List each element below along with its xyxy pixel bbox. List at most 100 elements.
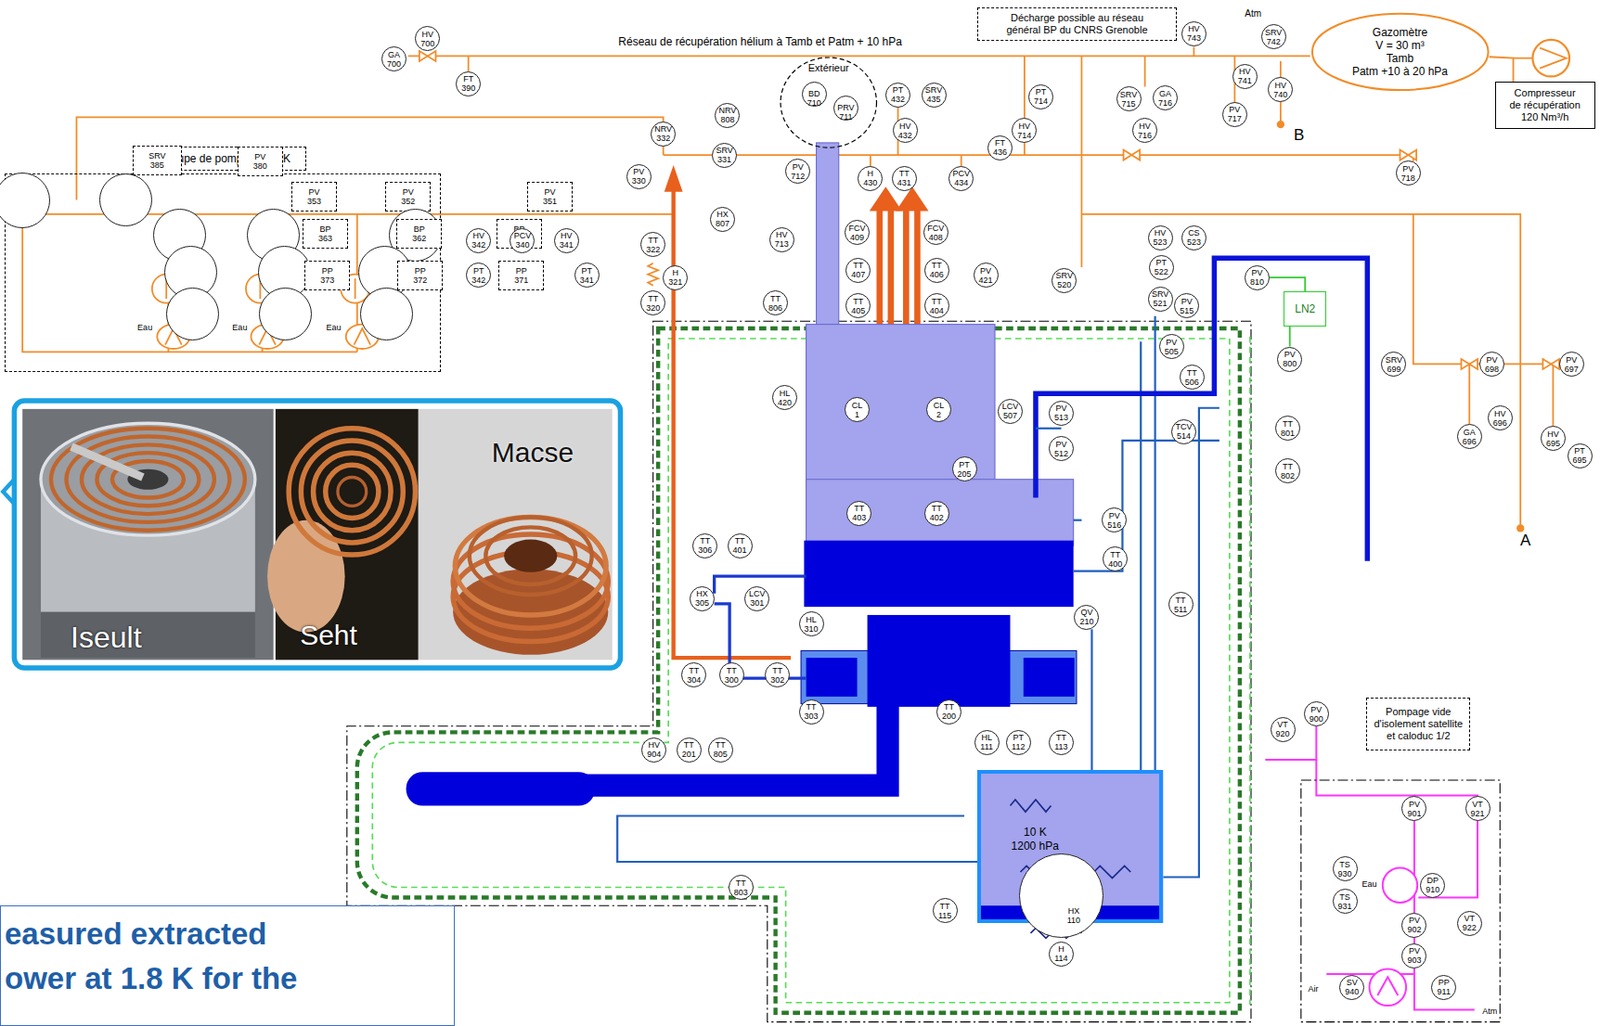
node-text: 921	[1470, 809, 1485, 819]
node-text: PT	[1154, 258, 1169, 268]
instrument-bubble: NRV808	[714, 103, 740, 129]
instrument-bubble: TT805	[708, 737, 734, 763]
instrument-bubble: PV712	[785, 158, 811, 184]
node-text: 717	[1227, 114, 1242, 124]
node-text: de récupération	[1509, 99, 1580, 112]
instrument-bubble: TT320	[640, 290, 666, 316]
node-text: SV	[1344, 978, 1359, 988]
node-text: 407	[851, 270, 865, 280]
text-group: HX305	[695, 589, 710, 608]
instrument-bubble: TT115	[932, 898, 958, 924]
node-text: 371	[514, 275, 529, 285]
photo-panel	[13, 400, 620, 669]
vacuum-pumping	[1382, 868, 1418, 904]
text-group: TT304	[686, 666, 701, 685]
gasholder-ellipse: GazomètreV = 30 m³TambPatm +10 à 20 hPa	[1310, 12, 1491, 92]
text-group: TT303	[804, 702, 819, 722]
text-group: PCV340	[514, 231, 532, 250]
node-text: 301	[748, 598, 766, 608]
node-text: Patm +10 à 20 hPa	[1352, 64, 1448, 78]
instrument-bubble: TT431	[891, 166, 917, 192]
instrument-bubble: HV700	[414, 25, 440, 52]
node-text: TT	[1174, 595, 1188, 606]
node-text: 300	[724, 675, 739, 685]
text-group: DP910	[1425, 876, 1440, 895]
cryostat	[867, 615, 1011, 708]
instrument-bubble: PV380	[99, 173, 153, 227]
node-text: TT	[897, 168, 912, 179]
node-text: easured extracted	[4, 912, 297, 957]
node-text: PV	[790, 162, 805, 172]
node-text: 807	[715, 219, 730, 229]
node-text: Tamb	[1352, 51, 1448, 65]
instrument-bubble: HV695	[1540, 425, 1566, 452]
node-text: TT	[1185, 368, 1200, 378]
text-group: TT805	[713, 740, 728, 760]
node-text: TT	[1280, 462, 1295, 472]
node-text: CL	[851, 400, 864, 411]
text-group: TT431	[897, 168, 912, 188]
text-group: CL1	[851, 400, 864, 420]
node-text: HV	[1493, 409, 1508, 419]
node-text: HV	[559, 231, 574, 241]
node-text: TT	[770, 666, 785, 676]
text-group: HV743	[1187, 24, 1201, 43]
node-text: PT	[1011, 733, 1025, 743]
node-text: 400	[1108, 559, 1123, 569]
node-text: FT	[461, 74, 476, 84]
text-group: PV712	[790, 162, 805, 181]
node-text: TT	[851, 260, 865, 271]
node-text: PV	[1564, 355, 1579, 365]
cryostat	[1009, 800, 1051, 813]
instrument-bubble: TT402	[924, 501, 950, 527]
node-text: TT	[645, 235, 660, 246]
cold-helium-lines	[1073, 519, 1083, 522]
instrument-bubble: HV341	[554, 228, 580, 254]
text-group: TT113	[1054, 733, 1068, 752]
text-group: TT803	[734, 878, 749, 898]
text-group: VT921	[1470, 800, 1485, 819]
instrument-bubble: TT803	[728, 875, 754, 901]
instrument-bubble: TT806	[762, 290, 788, 316]
outdoor-zone: ExtérieurBD710PRV711	[779, 55, 878, 150]
node-text: HX	[715, 209, 730, 220]
node-text: PV	[1406, 916, 1421, 926]
node-text: 353	[307, 196, 322, 207]
cold-helium-lines	[1139, 341, 1142, 771]
text-group: LN2	[1294, 302, 1316, 316]
node-text: PV	[1179, 296, 1194, 307]
instrument-bubble: TT406	[924, 258, 950, 284]
instrument-bubble: PV698	[1479, 351, 1505, 377]
node-text: TT	[929, 503, 944, 514]
node-text: 902	[1406, 925, 1421, 935]
instrument-bubble: HX305	[689, 586, 715, 612]
instrument-bubble: DP910	[1419, 873, 1446, 899]
node-text: HV	[1273, 80, 1288, 91]
text-group: TT320	[645, 294, 660, 313]
node-text: 340	[514, 240, 532, 250]
node-text: 696	[1462, 437, 1477, 447]
node-text: 920	[1276, 729, 1291, 739]
node-text: HV	[774, 230, 789, 240]
instrument-bubble: TT306	[692, 533, 718, 559]
cryostat	[406, 142, 1164, 940]
text-group: H321	[668, 268, 683, 287]
node-text: 930	[1338, 869, 1353, 879]
text-group: H114	[1054, 944, 1068, 964]
instrument-bubble: PT205	[952, 456, 978, 482]
instrument-bubble: TCV514	[1171, 419, 1197, 445]
node-text: 303	[804, 711, 819, 722]
text-group: HX807	[715, 209, 730, 229]
node-text: PV	[1250, 268, 1265, 278]
instrument-bubble: PT695	[1567, 443, 1593, 469]
helium-recovery-pipe	[1468, 363, 1471, 425]
helium-recovery-pipe	[1532, 39, 1570, 78]
instrument-bubble: CL2	[926, 397, 952, 423]
label-text: Eau	[135, 323, 155, 334]
text-group: PP373	[304, 260, 350, 291]
text-group: CS523	[1187, 228, 1201, 247]
node-text: 507	[1002, 411, 1020, 421]
node-text: TT	[682, 740, 697, 750]
text-group: TT306	[697, 536, 712, 555]
helium-recovery-pipe	[1277, 121, 1285, 129]
